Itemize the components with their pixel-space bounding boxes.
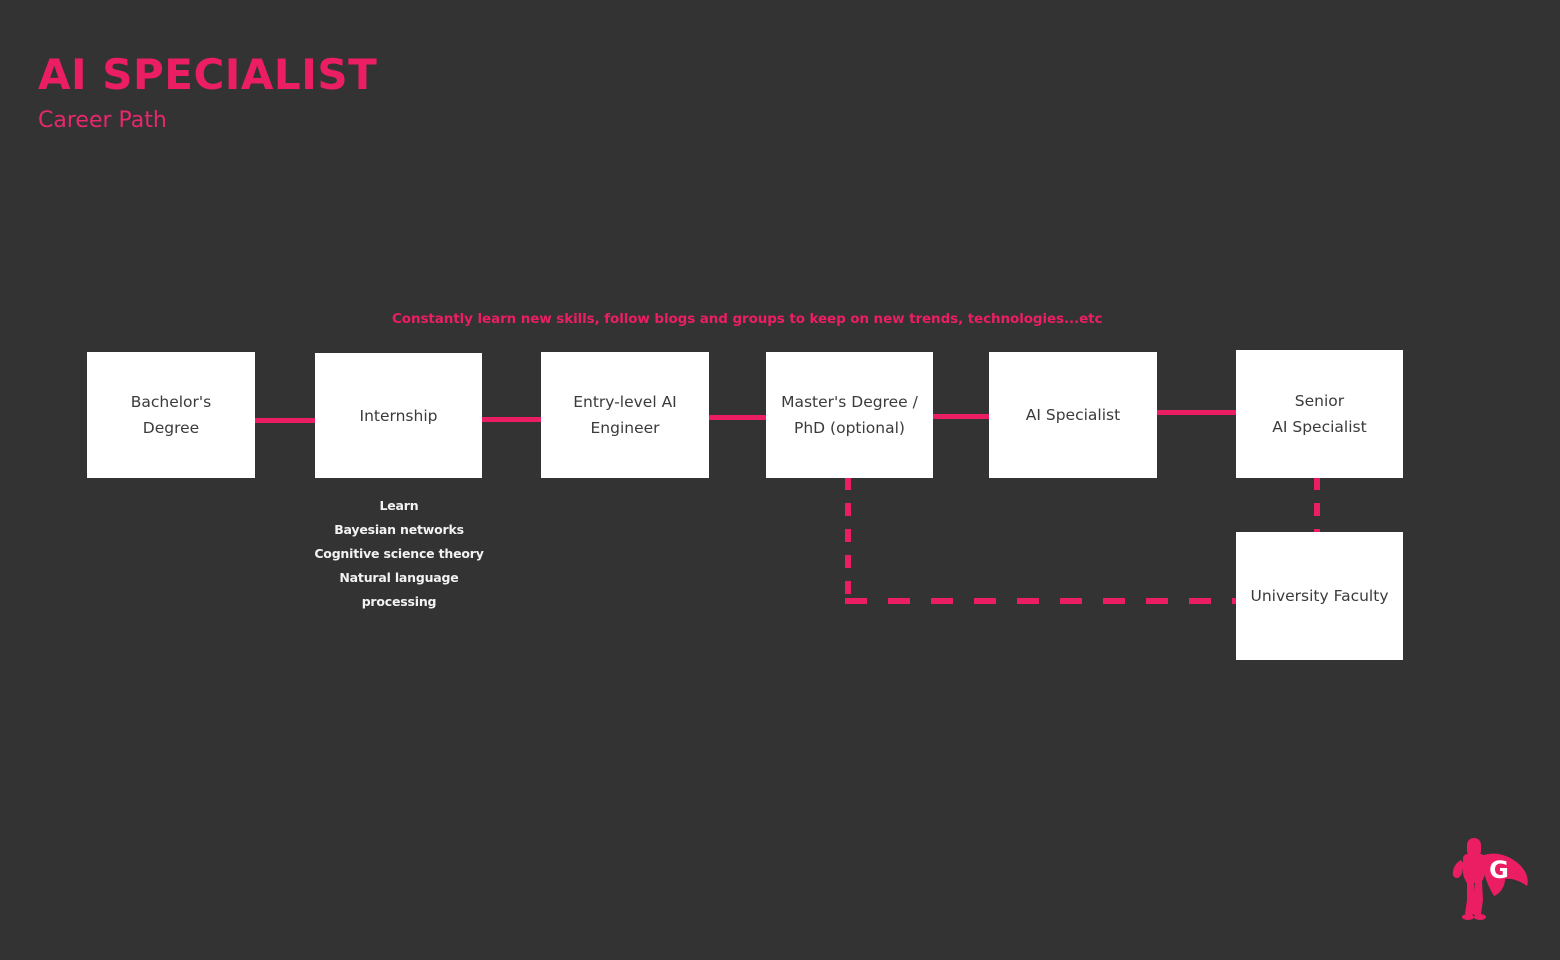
page-title: AI SPECIALIST <box>38 50 378 99</box>
page-subtitle: Career Path <box>38 108 167 133</box>
connector-ai-specialist-to-senior <box>1154 410 1240 415</box>
title-block: AI SPECIALIST Career Path <box>38 52 738 134</box>
node-bachelors-degree[interactable]: Bachelor's Degree <box>87 352 255 478</box>
node-label-internship: Internship <box>359 406 438 425</box>
node-label-senior-ai-specialist: Senior AI Specialist <box>1272 392 1367 436</box>
skill-item: Cognitive science theory <box>314 546 484 561</box>
superhero-logo-icon: G <box>1452 838 1528 920</box>
internship-skills-list: Learn Bayesian networks Cognitive scienc… <box>310 494 488 614</box>
node-university-faculty[interactable]: University Faculty <box>1236 532 1403 660</box>
skills-heading: Learn <box>379 498 419 513</box>
connector-internship-to-entry-level <box>479 417 545 422</box>
connector-masters-to-ai-specialist <box>930 414 992 419</box>
node-label-university-faculty: University Faculty <box>1250 587 1389 605</box>
advisory-note: Constantly learn new skills, follow blog… <box>392 311 1103 327</box>
skill-item: Bayesian networks <box>334 522 464 537</box>
node-label-masters-degree-phd: Master's Degree / PhD (optional) <box>781 393 918 437</box>
logo-letter: G <box>1489 856 1509 884</box>
connector-bachelors-to-internship <box>252 418 318 423</box>
skill-item: Natural language processing <box>339 570 459 609</box>
node-label-ai-specialist: AI Specialist <box>1025 406 1121 424</box>
node-entry-level-ai-engineer[interactable]: Entry-level AI Engineer <box>541 352 709 478</box>
node-senior-ai-specialist[interactable]: Senior AI Specialist <box>1236 350 1403 478</box>
dashed-connector-senior-to-university-faculty <box>1314 477 1320 535</box>
node-label-bachelors-degree: Bachelor's Degree <box>130 393 212 437</box>
dashed-connector-to-university-faculty <box>845 598 1240 604</box>
node-internship[interactable]: Internship <box>315 353 482 478</box>
dashed-connector-masters-down <box>845 477 851 605</box>
node-ai-specialist[interactable]: AI Specialist <box>989 352 1157 478</box>
node-label-entry-level-ai-engineer: Entry-level AI Engineer <box>573 393 677 437</box>
node-masters-degree-phd[interactable]: Master's Degree / PhD (optional) <box>766 352 933 478</box>
connector-entry-level-to-masters <box>706 415 770 420</box>
